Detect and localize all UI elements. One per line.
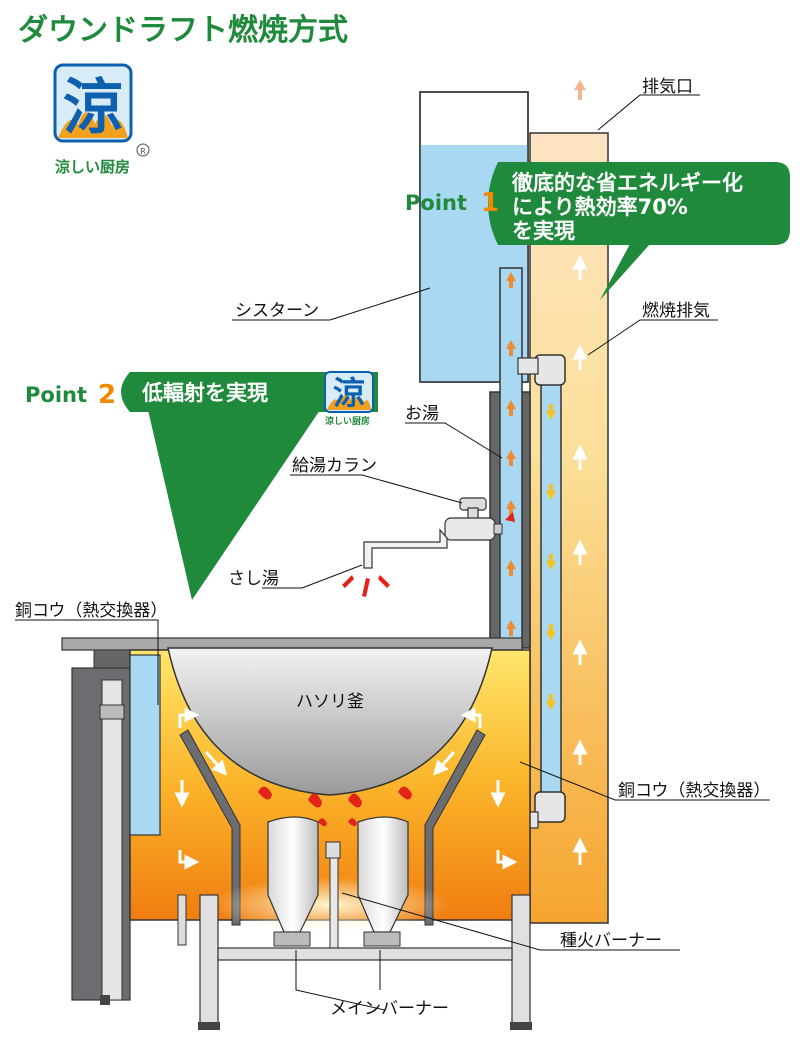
point1-number: 1 [481, 188, 499, 218]
label-exhaust-port: 排気口 [642, 77, 693, 97]
stand-frame [100, 894, 532, 1030]
page-title: ダウンドラフト燃焼方式 [18, 13, 348, 48]
label-pilot-burner: 種火バーナー [560, 931, 662, 951]
hot-water-faucet [363, 497, 503, 569]
point1-callout: 徹底的な省エネルギー化 により熱効率70% を実現 Point 1 [405, 162, 790, 300]
label-hot-water: お湯 [405, 404, 439, 424]
pilot-burner [325, 841, 341, 951]
point2-logo-caption: 涼しい厨房 [325, 415, 370, 427]
label-copper-right: 銅コウ（熱交換器） [618, 781, 770, 801]
main-burner-right [357, 816, 409, 947]
point2-text: 低輻射を実現 [141, 381, 268, 405]
label-combustion-exhaust: 燃焼排気 [642, 301, 710, 321]
point2-callout: 低輻射を実現 Point 2 涼 涼しい厨房 [25, 371, 378, 600]
return-flow-arrows [546, 404, 556, 710]
point2-number: 2 [98, 380, 116, 410]
leader-lines [15, 94, 770, 1011]
logo-kanji: 涼 [63, 73, 123, 143]
point1-line-3: を実現 [512, 219, 575, 243]
firebox-flow-arrows [174, 707, 588, 870]
logo-reg-mark: R [140, 147, 146, 156]
main-burner-left [267, 816, 319, 947]
label-pot: ハソリ釜 [296, 692, 364, 712]
point2-label: Point [25, 383, 87, 407]
label-sashiyu: さし湯 [228, 569, 279, 589]
point1-line-1: 徹底的な省エネルギー化 [511, 171, 743, 195]
left-copper-jacket [129, 654, 161, 836]
burner-flames [258, 786, 412, 827]
logo-caption: 涼しい厨房 [55, 158, 130, 176]
ryo-logo: 涼 涼しい厨房 R [53, 63, 150, 176]
point2-logo-kanji: 涼 [333, 374, 365, 412]
label-main-burner: メインバーナー [330, 999, 449, 1019]
exhaust-up-arrows [574, 80, 586, 100]
point1-line-2: により熱効率70% [512, 195, 688, 219]
sashiyu-arrows [342, 512, 515, 597]
point1-label: Point [405, 191, 467, 215]
label-cistern: シスターン [235, 301, 319, 321]
label-hot-water-faucet: 給湯カラン [292, 456, 377, 476]
copper-tube-return [540, 369, 562, 821]
label-copper-left: 銅コウ（熱交換器） [15, 601, 167, 621]
